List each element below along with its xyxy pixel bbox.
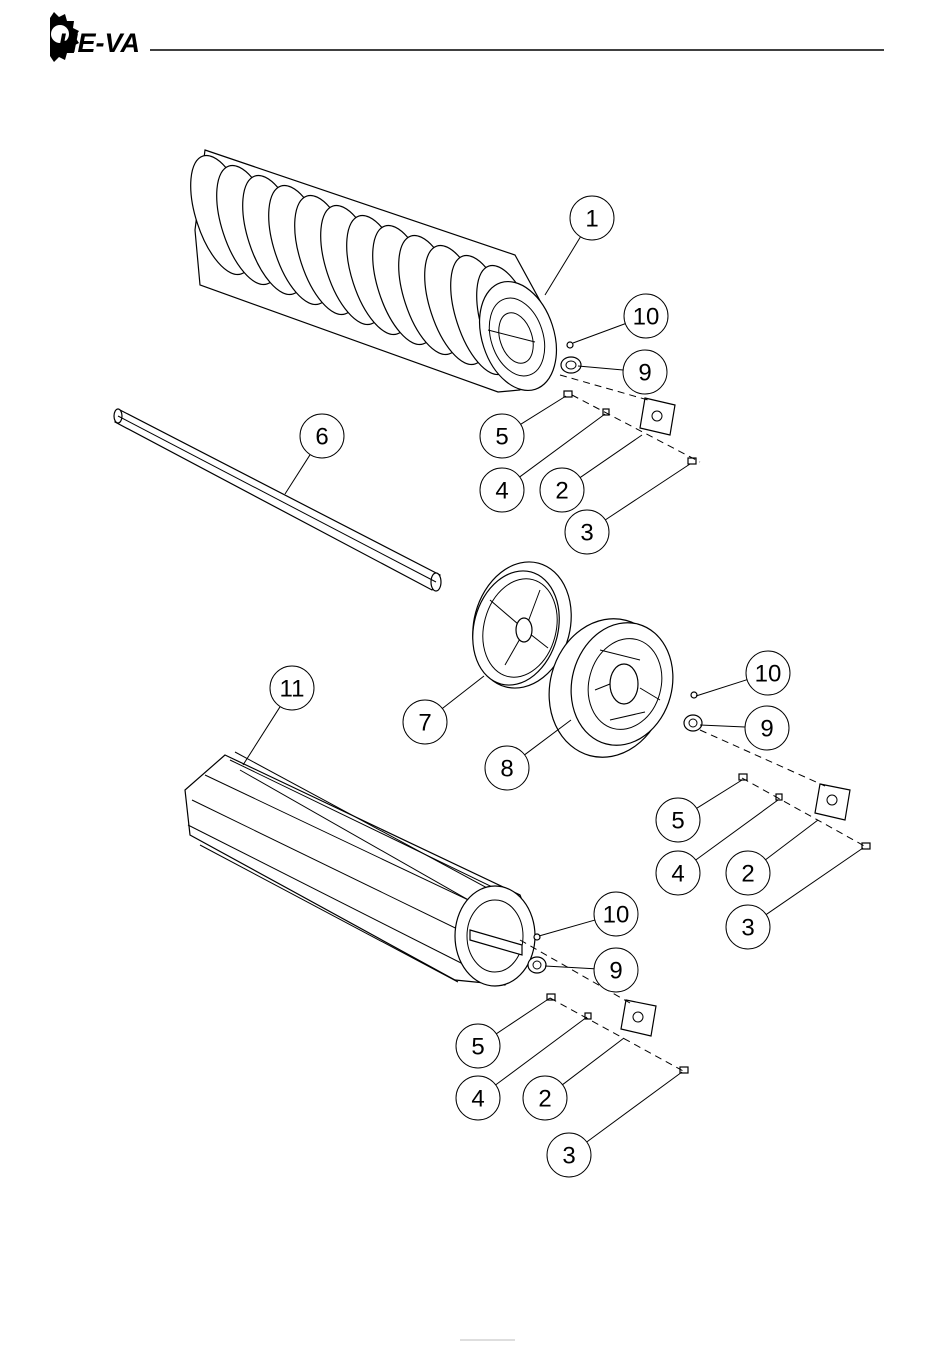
callout-label: 9 <box>638 360 651 387</box>
callout-label: 2 <box>555 478 568 505</box>
cage-roller-drawing <box>185 752 535 986</box>
callout-bubble: 4 <box>656 851 700 895</box>
callout-label: 5 <box>471 1034 484 1061</box>
callout-bubble: 4 <box>480 468 524 512</box>
callout-bubble: 9 <box>745 706 789 750</box>
callout-bubble: 2 <box>540 468 584 512</box>
callout-bubble: 3 <box>726 905 770 949</box>
callout-leader-line <box>496 998 550 1034</box>
callout-leader-line <box>539 920 595 936</box>
callout-leader-line <box>545 966 594 969</box>
callout-label: 3 <box>562 1143 575 1170</box>
callout-leader-line <box>243 707 280 765</box>
callout-label: 3 <box>580 520 593 547</box>
callout-bubble: 10 <box>594 892 638 936</box>
callout-bubble: 3 <box>547 1133 591 1177</box>
callout-label: 4 <box>471 1086 484 1113</box>
callout-label: 8 <box>500 756 513 783</box>
he-va-logo: HE-VA <box>50 12 140 62</box>
callout-bubble: 11 <box>270 666 314 710</box>
callout-bubble: 4 <box>456 1076 500 1120</box>
callout-label: 6 <box>315 424 328 451</box>
callout-label: 11 <box>280 676 305 703</box>
callout-label: 9 <box>609 958 622 985</box>
callout-leader-line <box>545 237 581 295</box>
callout-bubble: 9 <box>623 350 667 394</box>
shaft-drawing <box>114 409 441 591</box>
callout-leader-line <box>696 680 747 696</box>
callout-label: 10 <box>755 661 782 688</box>
callout-bubble: 8 <box>485 746 529 790</box>
callout-leader-line <box>580 435 642 478</box>
callout-bubble: 10 <box>624 294 668 338</box>
callout-leader-line <box>696 800 778 860</box>
callout-leader-line <box>700 725 745 727</box>
callout-label: 4 <box>671 861 684 888</box>
callout-label: 9 <box>760 716 773 743</box>
callout-bubble: 1 <box>570 196 614 240</box>
callout-bubble: 5 <box>456 1024 500 1068</box>
callout-leader-line <box>573 324 625 343</box>
callout-leader-line <box>442 676 484 708</box>
callout-label: 3 <box>741 915 754 942</box>
packer-roller-drawing <box>178 148 569 400</box>
callout-label: 10 <box>603 902 630 929</box>
callout-label: 5 <box>495 424 508 451</box>
callout-leader-line <box>697 780 742 808</box>
callout-label: 2 <box>538 1086 551 1113</box>
callout-bubble: 10 <box>746 651 790 695</box>
callout-leader-line <box>587 1072 682 1142</box>
callout-bubble: 7 <box>403 700 447 744</box>
callout-bubble: 3 <box>565 510 609 554</box>
callout-bubble: 5 <box>480 414 524 458</box>
brand-name: HE-VA <box>58 28 140 58</box>
callout-leader-line <box>285 455 310 494</box>
callout-leader-line <box>578 366 623 370</box>
callout-bubble: 6 <box>300 414 344 458</box>
callout-bubble: 2 <box>726 851 770 895</box>
callout-leader-line <box>521 396 566 424</box>
callout-leader-line <box>605 464 690 520</box>
callout-leader-line <box>563 1038 624 1085</box>
callout-leader-line <box>766 848 863 915</box>
callout-leader-line <box>766 820 818 860</box>
callout-label: 5 <box>671 808 684 835</box>
callout-label: 1 <box>585 206 598 233</box>
callout-label: 4 <box>495 478 508 505</box>
callout-bubble: 5 <box>656 798 700 842</box>
callout-leader-line <box>496 1017 587 1085</box>
callout-label: 10 <box>633 304 660 331</box>
callout-leader-line <box>520 414 605 477</box>
callout-label: 7 <box>418 710 431 737</box>
callout-bubble: 9 <box>594 948 638 992</box>
callout-label: 2 <box>741 861 754 888</box>
callout-bubble: 2 <box>523 1076 567 1120</box>
